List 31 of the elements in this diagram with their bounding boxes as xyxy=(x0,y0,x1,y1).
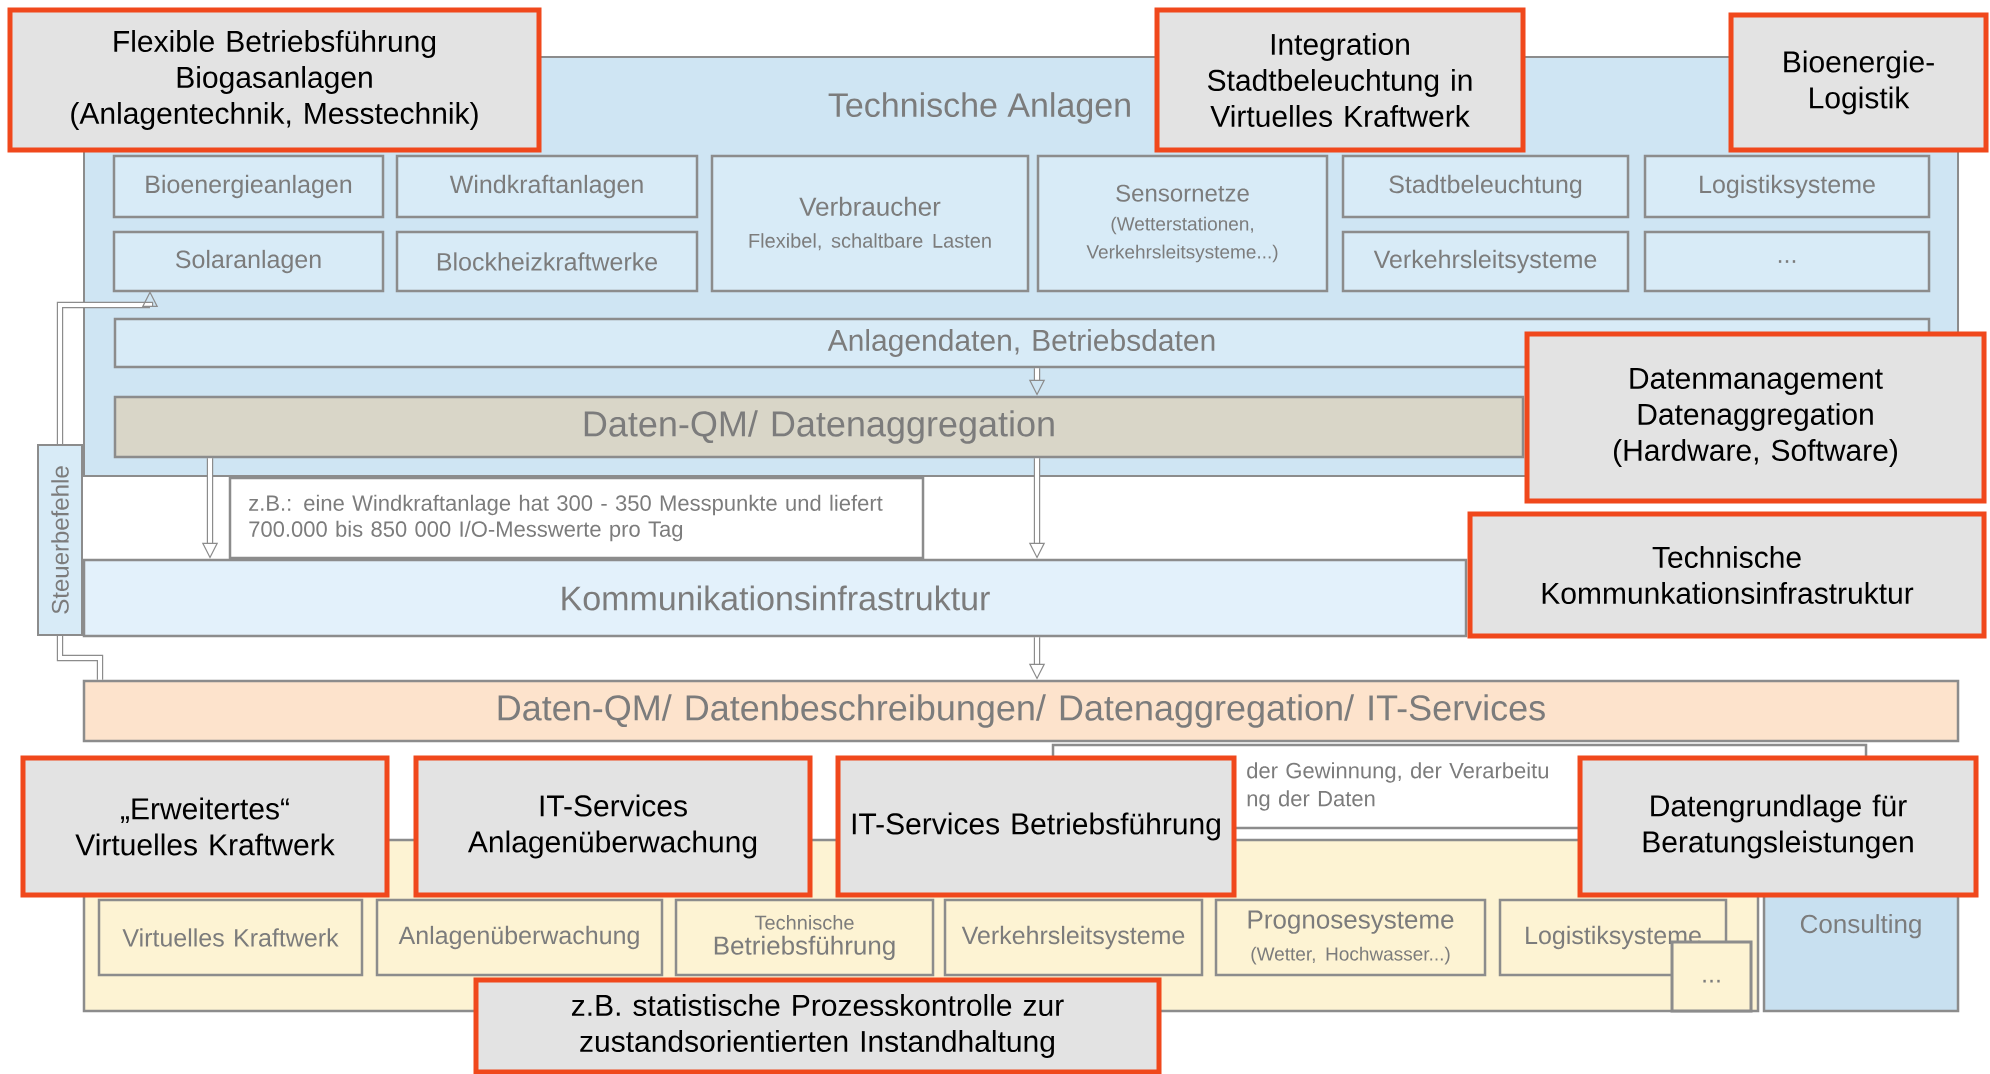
panel-title: Technische Anlagen xyxy=(828,92,1130,124)
system-box: Solaranlagen xyxy=(112,230,385,293)
callout-box: Datenmanagement Datenaggregation (Hardware, Software) xyxy=(1524,331,1987,504)
system-box: Bioenergieanlagen xyxy=(112,154,385,219)
system-box: Verkehrsleitsysteme xyxy=(943,898,1204,977)
system-box: Verkehrsleitsysteme xyxy=(1341,230,1630,293)
layer-bar: Daten-QM/ Datenbeschreibungen/ Datenaggregation/ IT-Services xyxy=(82,679,1960,743)
system-box: ... xyxy=(1643,230,1931,293)
callout-box: z.B. statistische Prozesskontrolle zur zustandsorientierten Instandhaltung xyxy=(473,977,1162,1074)
callout-box: IT-Services Betriebsführung xyxy=(835,755,1237,898)
callout-box: Flexible Betriebsführung Biogasanlagen (Anlagentechnik, Messtechnik) xyxy=(7,7,542,153)
system-box: Stadtbeleuchtung xyxy=(1341,154,1630,219)
callout-box: Bioenergie-Logistik xyxy=(1728,12,1989,153)
callout-box: Datengrundlage für Beratungsleistungen xyxy=(1577,755,1979,898)
system-box: Virtuelles Kraftwerk xyxy=(97,898,364,977)
layer-bar: Kommunikationsinfrastruktur xyxy=(82,558,1468,638)
edge-label: Steuerbefehle xyxy=(37,444,83,636)
layer-bar: Daten-QM/ Datenaggregation xyxy=(113,395,1525,459)
callout-box: Technische Kommunkationsinfrastruktur xyxy=(1467,511,1987,639)
system-box: Blockheizkraftwerke xyxy=(395,230,699,293)
callout-box: Integration Stadtbeleuchtung in Virtuelles Kraftwerk xyxy=(1154,7,1526,153)
system-box: Logistiksysteme xyxy=(1643,154,1931,219)
system-box: Anlagenüberwachung xyxy=(375,898,664,977)
system-box: Prognosesysteme (Wetter, Hochwasser...) xyxy=(1214,898,1487,977)
system-box: Verbraucher Flexibel, schaltbare Lasten xyxy=(710,154,1030,293)
callout-box: IT-Services Anlagenüberwachung xyxy=(413,755,813,898)
system-box: Technische Betriebsführung xyxy=(674,898,935,977)
system-box: Windkraftanlagen xyxy=(395,154,699,219)
callout-box: „Erweitertes“ Virtuelles Kraftwerk xyxy=(20,755,390,898)
note-box: z.B.: eine Windkraftanlage hat 300 - 350 Messpunkte und liefert 700.000 bis 850 000 I/O-Messwerte pro Tag xyxy=(228,476,925,560)
system-box: Sensornetze (Wetterstationen, Verkehrsleitsysteme...) xyxy=(1036,154,1329,293)
